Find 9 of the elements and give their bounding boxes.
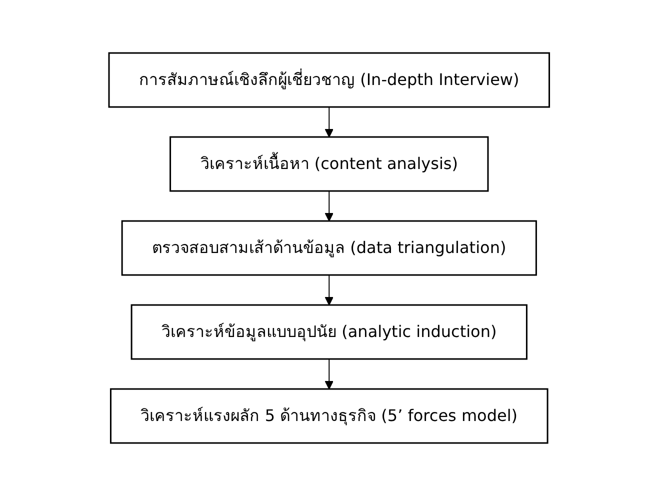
node-box: วิเคราะห์ข้อมูลแบบอุปนัย (analytic induction)	[131, 304, 528, 360]
node-box: ตรวจสอบสามเส้าด้านข้อมูล (data triangulation)	[122, 220, 538, 276]
arrow	[325, 274, 334, 306]
arrow	[325, 106, 334, 138]
node-box: วิเคราะห์เนื้อหา (content analysis)	[170, 136, 490, 192]
node-box: วิเคราะห์แรงผลัก 5 ด้านทางธุรกิจ (5’ forces model)	[110, 388, 549, 444]
arrow	[325, 190, 334, 222]
arrow	[325, 358, 334, 390]
node-box: การสัมภาษณ์เชิงลึกผู้เชี่ยวชาญ (In-depth Interview)	[108, 52, 550, 108]
